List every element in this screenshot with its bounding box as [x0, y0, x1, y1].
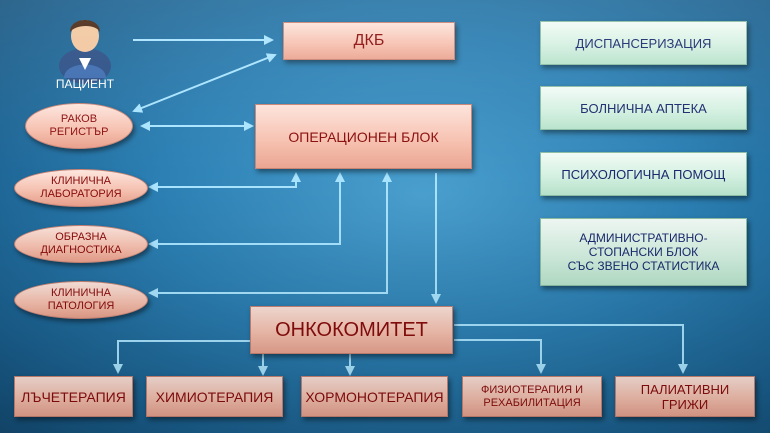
node-operating-block: ОПЕРАЦИОНЕН БЛОК [255, 104, 472, 169]
arrow-pathology-opblock [148, 172, 392, 298]
cancer-registry-line-1: РАКОВ [60, 113, 98, 125]
service-psychological-help: ПСИХОЛОГИЧНА ПОМОЩ [540, 152, 747, 196]
node-dkb: ДКБ [283, 22, 455, 60]
cancer-registry-line-2: РЕГИСТЪР [49, 126, 109, 138]
therapy-chemotherapy-label: ХИМИОТЕРАПИЯ [155, 388, 274, 405]
admin-block-line-3: СЪС ЗВЕНО СТАТИСТИКА [567, 259, 720, 273]
patient-label: ПАЦИЕНТ [55, 77, 115, 91]
service-hospital-pharmacy: БОЛНИЧНА АПТЕКА [540, 86, 747, 130]
clinical-pathology-line-1: КЛИНИЧНА [51, 287, 111, 299]
imaging-line-2: ДИАГНОСТИКА [40, 244, 122, 256]
clinical-lab-line-2: ЛАБОРАТОРИЯ [40, 188, 122, 200]
admin-block-line-1: АДМИНИСТРАТИВНО- [579, 231, 708, 245]
service-hospital-pharmacy-label: БОЛНИЧНА АПТЕКА [580, 100, 707, 116]
palliative-line-1: ПАЛИАТИВНИ [640, 381, 730, 397]
arrow-onco-palliative [454, 324, 688, 374]
node-oncocommittee-label: ОНКОКОМИТЕТ [275, 318, 428, 341]
arrow-onco-physiotherapy [454, 339, 546, 374]
service-dispensary-label: ДИСПАНСЕРИЗАЦИЯ [575, 35, 712, 51]
clinical-pathology-line-2: ПАТОЛОГИЯ [47, 300, 115, 312]
node-oncocommittee: ОНКОКОМИТЕТ [250, 306, 453, 354]
node-operating-block-label: ОПЕРАЦИОНЕН БЛОК [288, 128, 439, 145]
service-dispensary: ДИСПАНСЕРИЗАЦИЯ [540, 21, 747, 65]
arrow-registry-dkb [132, 53, 277, 113]
person-icon [59, 20, 111, 84]
therapy-hormonotherapy: ХОРМОНОТЕРАПИЯ [301, 376, 448, 417]
imaging-line-1: ОБРАЗНА [55, 231, 107, 243]
palliative-line-2: ГРИЖИ [661, 396, 709, 412]
admin-block-line-2: СТОПАНСКИ БЛОК [588, 245, 699, 259]
arrow-imaging-opblock [148, 172, 345, 249]
therapy-chemotherapy: ХИМИОТЕРАПИЯ [146, 376, 283, 417]
service-psychological-help-label: ПСИХОЛОГИЧНА ПОМОЩ [561, 166, 726, 182]
therapy-hormonotherapy-label: ХОРМОНОТЕРАПИЯ [305, 388, 444, 405]
therapy-radiotherapy: ЛЪЧЕТЕРАПИЯ [14, 376, 133, 417]
arrow-onco-radiotherapy [113, 340, 250, 374]
clinical-lab-line-1: КЛИНИЧНА [50, 175, 111, 187]
therapy-radiotherapy-label: ЛЪЧЕТЕРАПИЯ [21, 388, 126, 405]
physiotherapy-line-1: ФИЗИОТЕРАПИЯ И [481, 383, 583, 396]
arrow-lab-opblock [148, 172, 301, 192]
physiotherapy-line-2: РЕХАБИЛИТАЦИЯ [483, 396, 581, 409]
node-dkb-label: ДКБ [353, 32, 385, 49]
